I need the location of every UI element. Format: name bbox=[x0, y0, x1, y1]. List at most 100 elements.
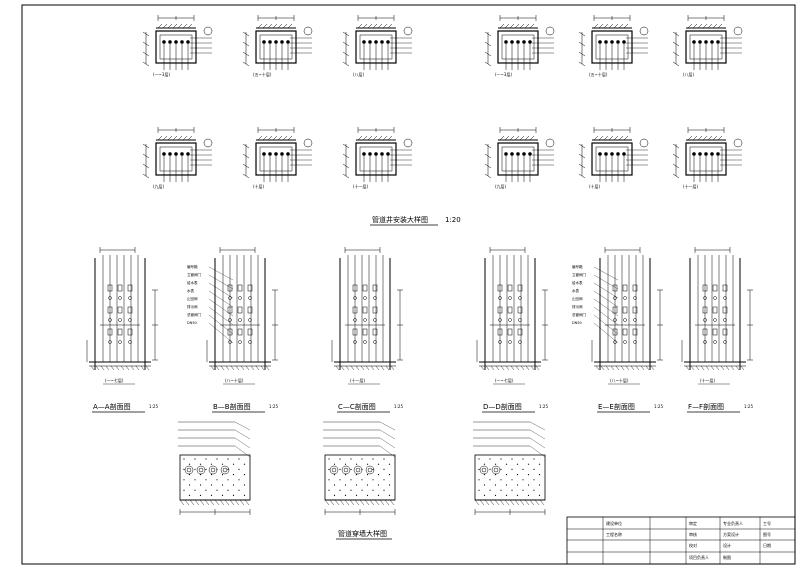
sleeve-pipe-inner bbox=[481, 467, 487, 473]
concrete-dot bbox=[478, 458, 480, 460]
wall-hatch bbox=[618, 23, 624, 29]
concrete-dot bbox=[183, 468, 185, 470]
concrete-dot bbox=[238, 489, 240, 491]
wall-hatch bbox=[697, 135, 703, 141]
slab-hatch bbox=[260, 365, 265, 371]
base-hatch bbox=[194, 499, 200, 506]
base-hatch bbox=[244, 499, 250, 506]
sleeve-detail bbox=[323, 421, 396, 515]
concrete-dot bbox=[377, 463, 380, 465]
wall-hatch bbox=[262, 135, 268, 141]
tb-job-no: 工号 bbox=[763, 520, 771, 526]
note-leader bbox=[208, 322, 234, 344]
dimension-tick bbox=[672, 41, 680, 47]
wall-hatch bbox=[623, 23, 629, 29]
concrete-dot bbox=[527, 494, 530, 496]
sleeve-detail bbox=[178, 421, 251, 515]
section-note: 立管阀门 bbox=[572, 272, 586, 277]
valve-fitting bbox=[237, 284, 243, 292]
slab-hatch bbox=[515, 365, 520, 371]
pipe-riser bbox=[622, 40, 626, 44]
concrete-dot bbox=[494, 463, 497, 465]
meter-fitting bbox=[238, 296, 242, 300]
dimension-tick bbox=[142, 173, 150, 179]
concrete-dot bbox=[194, 458, 196, 460]
concrete-dot bbox=[328, 458, 330, 460]
meter-fitting bbox=[353, 340, 357, 344]
wall-hatch bbox=[267, 135, 273, 141]
section-note: 给水表 bbox=[572, 280, 583, 285]
plan-floor-label: (一~3层) bbox=[153, 71, 170, 77]
concrete-dot bbox=[232, 484, 235, 486]
dimension-tick bbox=[578, 143, 586, 149]
pipe-riser bbox=[174, 152, 178, 156]
concrete-dot bbox=[221, 463, 224, 465]
concrete-dot bbox=[505, 494, 508, 496]
dimension-tick bbox=[484, 31, 492, 37]
pipe-riser bbox=[528, 152, 532, 156]
pipe-riser bbox=[510, 40, 514, 44]
pipe-riser bbox=[598, 40, 602, 44]
slab-hatch bbox=[120, 365, 125, 371]
slab-hatch bbox=[140, 365, 145, 371]
wall-hatch bbox=[529, 23, 535, 29]
valve-fitting bbox=[632, 306, 638, 314]
shaft-plan: (五~十层) bbox=[242, 15, 313, 77]
pipe-riser bbox=[186, 40, 190, 44]
pipe-riser bbox=[510, 152, 514, 156]
wall-hatch bbox=[514, 23, 520, 29]
dimension-tick bbox=[142, 51, 150, 57]
axis-bubble bbox=[303, 138, 313, 148]
dimension-tick bbox=[242, 173, 250, 179]
concrete-dot bbox=[205, 479, 207, 481]
note-leader bbox=[593, 306, 619, 326]
axis-bubble bbox=[545, 26, 555, 36]
concrete-dot bbox=[221, 494, 224, 496]
axis-bubble bbox=[303, 26, 313, 36]
concrete-dot bbox=[227, 468, 229, 470]
concrete-dot bbox=[350, 489, 352, 491]
meter-fitting bbox=[723, 340, 727, 344]
meter-fitting bbox=[498, 340, 502, 344]
wall-hatch bbox=[702, 135, 708, 141]
wall-hatch bbox=[257, 135, 263, 141]
concrete-dot bbox=[527, 484, 530, 486]
base-hatch bbox=[369, 499, 375, 506]
concrete-dot bbox=[516, 484, 519, 486]
sleeve-pipe-inner bbox=[186, 467, 192, 473]
section-note: 排污阀 bbox=[572, 304, 583, 309]
title-block: 建设单位 审定 专业负责人 工号 工程名称 审核 方案设计 图号 校对 设计 日… bbox=[566, 516, 796, 565]
sleeve-pipe-inner bbox=[331, 467, 337, 473]
note-leader bbox=[208, 282, 234, 299]
wall-hatch bbox=[177, 23, 183, 29]
axis-bubble bbox=[203, 26, 213, 36]
slab-hatch bbox=[735, 365, 740, 371]
pipe-riser bbox=[598, 152, 602, 156]
section-note: 水表 bbox=[572, 288, 580, 293]
axis-bubble bbox=[403, 26, 413, 36]
wall-hatch bbox=[167, 23, 173, 29]
wall-hatch bbox=[524, 23, 530, 29]
base-hatch bbox=[204, 499, 210, 506]
dimension-tick bbox=[672, 173, 680, 179]
wall-hatch bbox=[509, 23, 515, 29]
valve-fitting bbox=[507, 284, 513, 292]
wall-hatch bbox=[187, 23, 193, 29]
sleeve-pipe bbox=[353, 465, 363, 475]
slab-hatch bbox=[235, 365, 240, 371]
concrete-dot bbox=[333, 494, 336, 496]
valve-fitting bbox=[632, 328, 638, 336]
note-leader bbox=[208, 266, 234, 281]
dimension-tick bbox=[672, 51, 680, 57]
pipe-riser bbox=[698, 152, 702, 156]
dimension-tick bbox=[142, 143, 150, 149]
meter-fitting bbox=[633, 318, 637, 322]
meter-fitting bbox=[228, 296, 232, 300]
pipe-riser bbox=[180, 40, 184, 44]
wall-hatch bbox=[362, 23, 368, 29]
concrete-dot bbox=[205, 489, 207, 491]
concrete-dot bbox=[489, 468, 491, 470]
shaft-plan: (一~3层) bbox=[484, 15, 555, 77]
meter-fitting bbox=[703, 318, 707, 322]
